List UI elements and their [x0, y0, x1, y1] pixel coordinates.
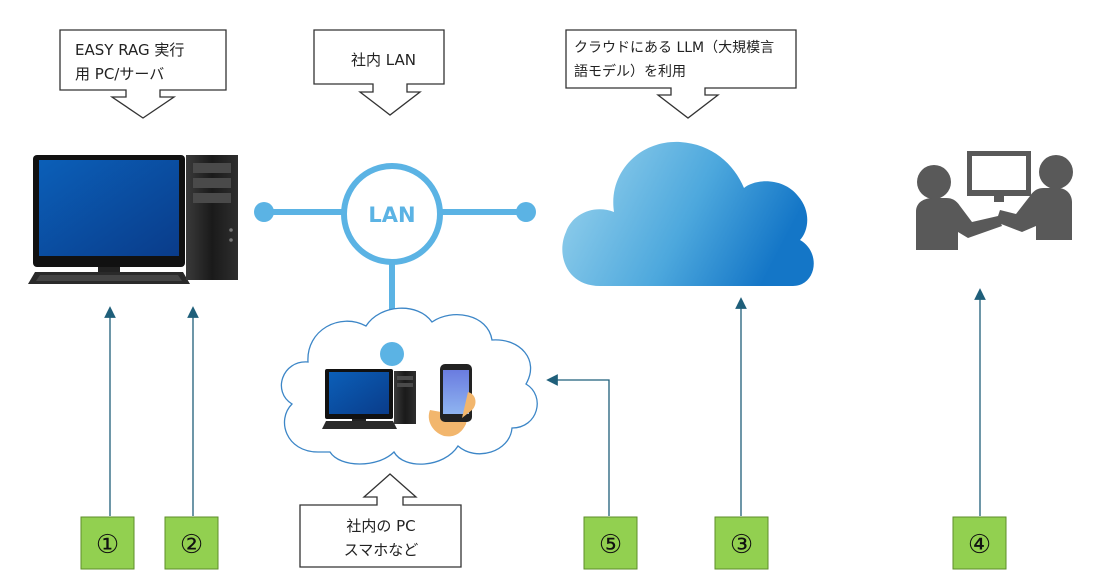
lan-node-left — [254, 202, 274, 222]
svg-text:⑤: ⑤ — [599, 530, 622, 560]
arrow-5 — [546, 374, 610, 516]
callout-cloud-line2: 語モデル）を利用 — [574, 63, 686, 80]
marker-1: ① — [80, 516, 135, 570]
pointer-arrows — [104, 288, 986, 516]
svg-text:②: ② — [180, 530, 203, 560]
cloud-icon — [562, 141, 814, 286]
svg-text:①: ① — [96, 530, 119, 560]
marker-2: ② — [164, 516, 219, 570]
marker-3: ③ — [714, 516, 769, 570]
callout-server-line1: EASY RAG 実行 — [75, 41, 184, 59]
callout-cloud-line1: クラウドにある LLM（大規模言 — [574, 40, 774, 56]
two-people-with-monitor-icon — [916, 151, 1073, 250]
marker-4: ④ — [952, 516, 1007, 570]
svg-text:④: ④ — [968, 530, 991, 560]
lan-node-right — [516, 202, 536, 222]
callout-devices: 社内の PC スマホなど — [299, 473, 462, 568]
callout-lan-line1: 社内 LAN — [351, 51, 416, 69]
callout-server-line2: 用 PC/サーバ — [75, 65, 164, 83]
callout-lan: 社内 LAN — [313, 29, 445, 116]
pc-and-smartphone-icon — [322, 364, 476, 437]
svg-text:③: ③ — [730, 530, 753, 560]
callout-devices-line2: スマホなど — [344, 541, 419, 559]
callout-devices-line1: 社内の PC — [346, 517, 415, 535]
lan-hub-label: LAN — [368, 203, 415, 227]
lan-node-bottom — [380, 342, 404, 366]
desktop-pc-tower-icon — [28, 155, 238, 284]
callout-server: EASY RAG 実行 用 PC/サーバ — [59, 29, 227, 119]
marker-5: ⑤ — [583, 516, 638, 570]
callout-cloud: クラウドにある LLM（大規模言 語モデル）を利用 — [565, 29, 797, 119]
